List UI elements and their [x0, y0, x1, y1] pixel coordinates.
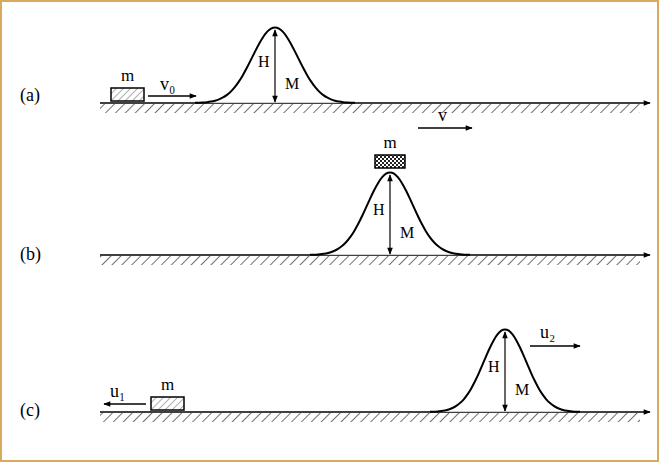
hill-outline: [430, 327, 580, 412]
panel-label: (c): [20, 400, 40, 420]
hill-body: HM: [430, 327, 580, 412]
height-label: H: [258, 53, 270, 70]
ground: [100, 103, 650, 422]
panel-label: (b): [20, 244, 41, 264]
mass-label: M: [285, 75, 299, 92]
mass-label: m: [110, 67, 145, 85]
velocity-label: u₂: [540, 322, 555, 342]
block-body: [374, 154, 406, 169]
height-dimension: [274, 30, 275, 102]
sliding-block: m: [110, 67, 145, 102]
hill-outline: [195, 25, 355, 103]
panel-label: (a): [20, 85, 40, 105]
sliding-block: m: [150, 376, 185, 411]
mass-label: m: [374, 134, 406, 152]
velocity-label: v: [438, 105, 447, 125]
sliding-block: m: [374, 134, 406, 169]
height-label: H: [488, 358, 500, 375]
mass-label: m: [150, 376, 185, 394]
block-body: [110, 87, 145, 102]
velocity-label: u₁: [110, 381, 125, 401]
height-dimension: [389, 175, 390, 254]
hill-outline: [310, 170, 470, 255]
height-dimension: [504, 332, 505, 411]
hill-body: HM: [310, 170, 470, 255]
hill-body: HM: [195, 25, 355, 103]
height-label: H: [373, 201, 385, 218]
block-body: [150, 396, 185, 411]
velocity-label: v₀: [160, 74, 175, 94]
mass-label: M: [515, 381, 529, 398]
mass-label: M: [400, 224, 414, 241]
